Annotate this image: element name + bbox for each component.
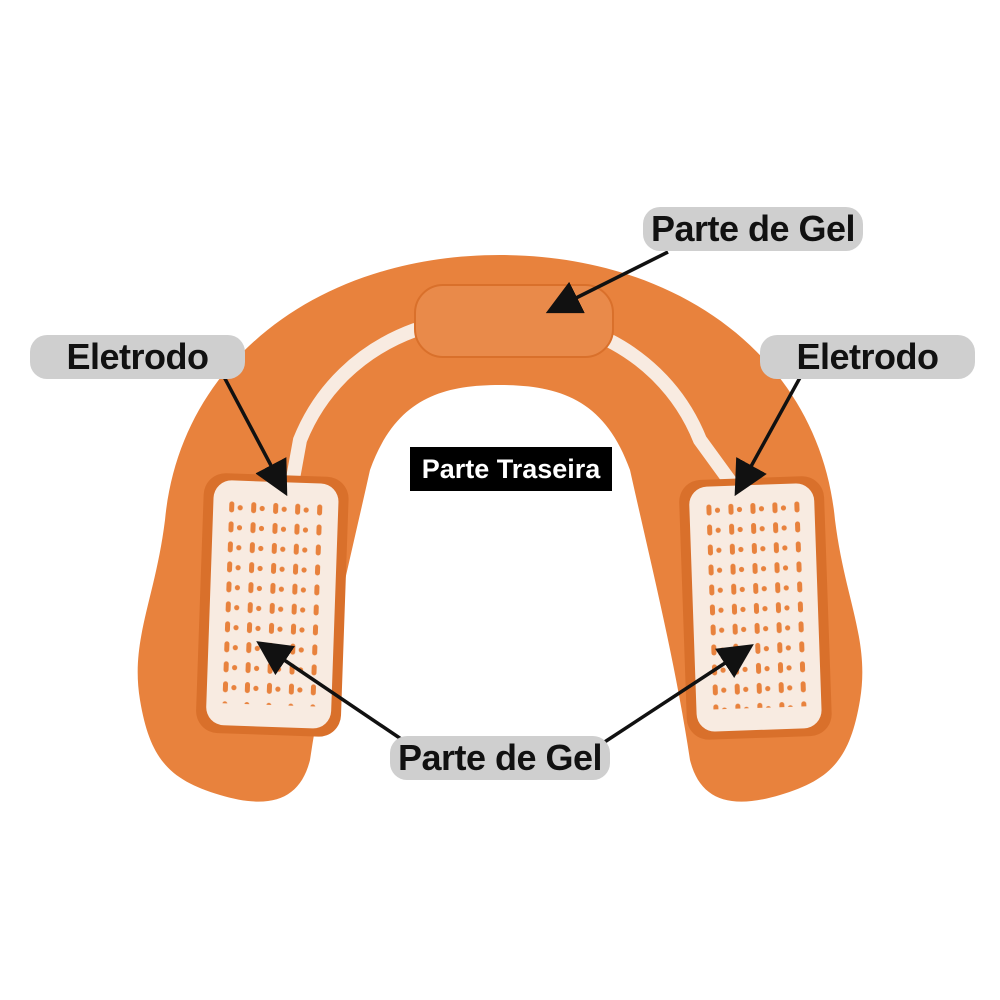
label-gel-top: Parte de Gel xyxy=(643,207,863,251)
left-connector xyxy=(283,323,422,502)
label-electrode-left: Eletrodo xyxy=(30,335,245,379)
arrow-gel-bottom-right xyxy=(599,644,754,747)
electrode-left xyxy=(196,473,349,737)
arrow-gel-top xyxy=(545,250,669,314)
arrow-electrode-left xyxy=(220,372,288,497)
arrow-electrode-right xyxy=(734,373,804,497)
arrow-gel-bottom-left xyxy=(256,641,411,747)
electrode-right xyxy=(679,476,832,740)
label-electrode-right: Eletrodo xyxy=(760,335,975,379)
label-gel-bottom: Parte de Gel xyxy=(390,736,610,780)
label-back-side: Parte Traseira xyxy=(410,447,612,491)
